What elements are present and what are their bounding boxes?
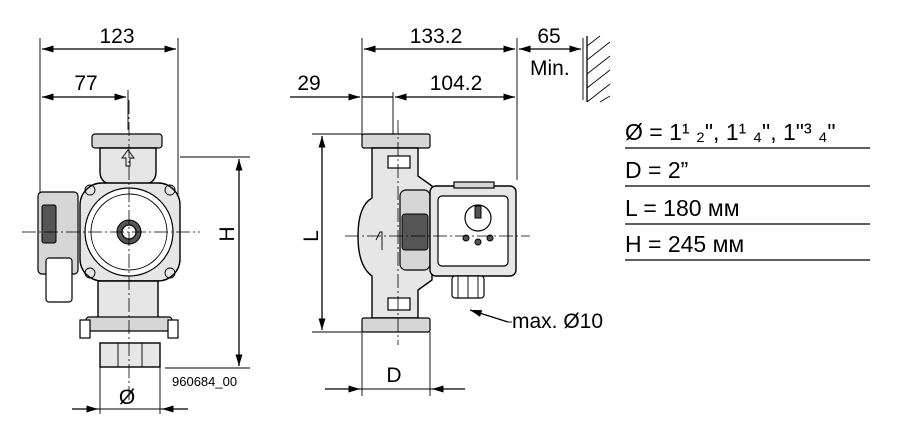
dim-65-min-note: Min. [530,57,570,80]
side-bottom-flange [361,317,431,333]
dim-65-label: 65 [537,25,560,48]
wall-hatch [586,35,611,103]
top-flange [91,133,163,149]
dim-diameter-label: Ø [119,386,135,409]
spec-d: D = 2” [625,157,688,183]
cable-note: max. Ø10 [512,310,603,333]
dim-29-label: 29 [297,72,320,95]
side-view: 133.2 65 Min. 29 104.2 L [290,25,611,396]
spec-table: Ø = 1¹ ₂", 1¹ ₄", 1"³ ₄" D = 2” L = 180 … [625,119,870,261]
spec-l: L = 180 мм [625,195,740,221]
dim-D-label: D [386,364,401,387]
spec-diameter: Ø = 1¹ ₂", 1¹ ₄", 1"³ ₄" [625,119,836,145]
dim-H-label: H [216,226,239,241]
dim-123-label: 123 [99,25,134,48]
drawing-number: 960684_00 [172,374,237,389]
front-view: 123 77 H [22,25,250,414]
side-top-flange [361,133,431,149]
spec-h: H = 245 мм [625,231,744,257]
dim-77-label: 77 [74,72,97,95]
dim-104-label: 104.2 [430,72,483,95]
dim-L-label: L [300,230,323,242]
dim-133-label: 133.2 [410,25,463,48]
